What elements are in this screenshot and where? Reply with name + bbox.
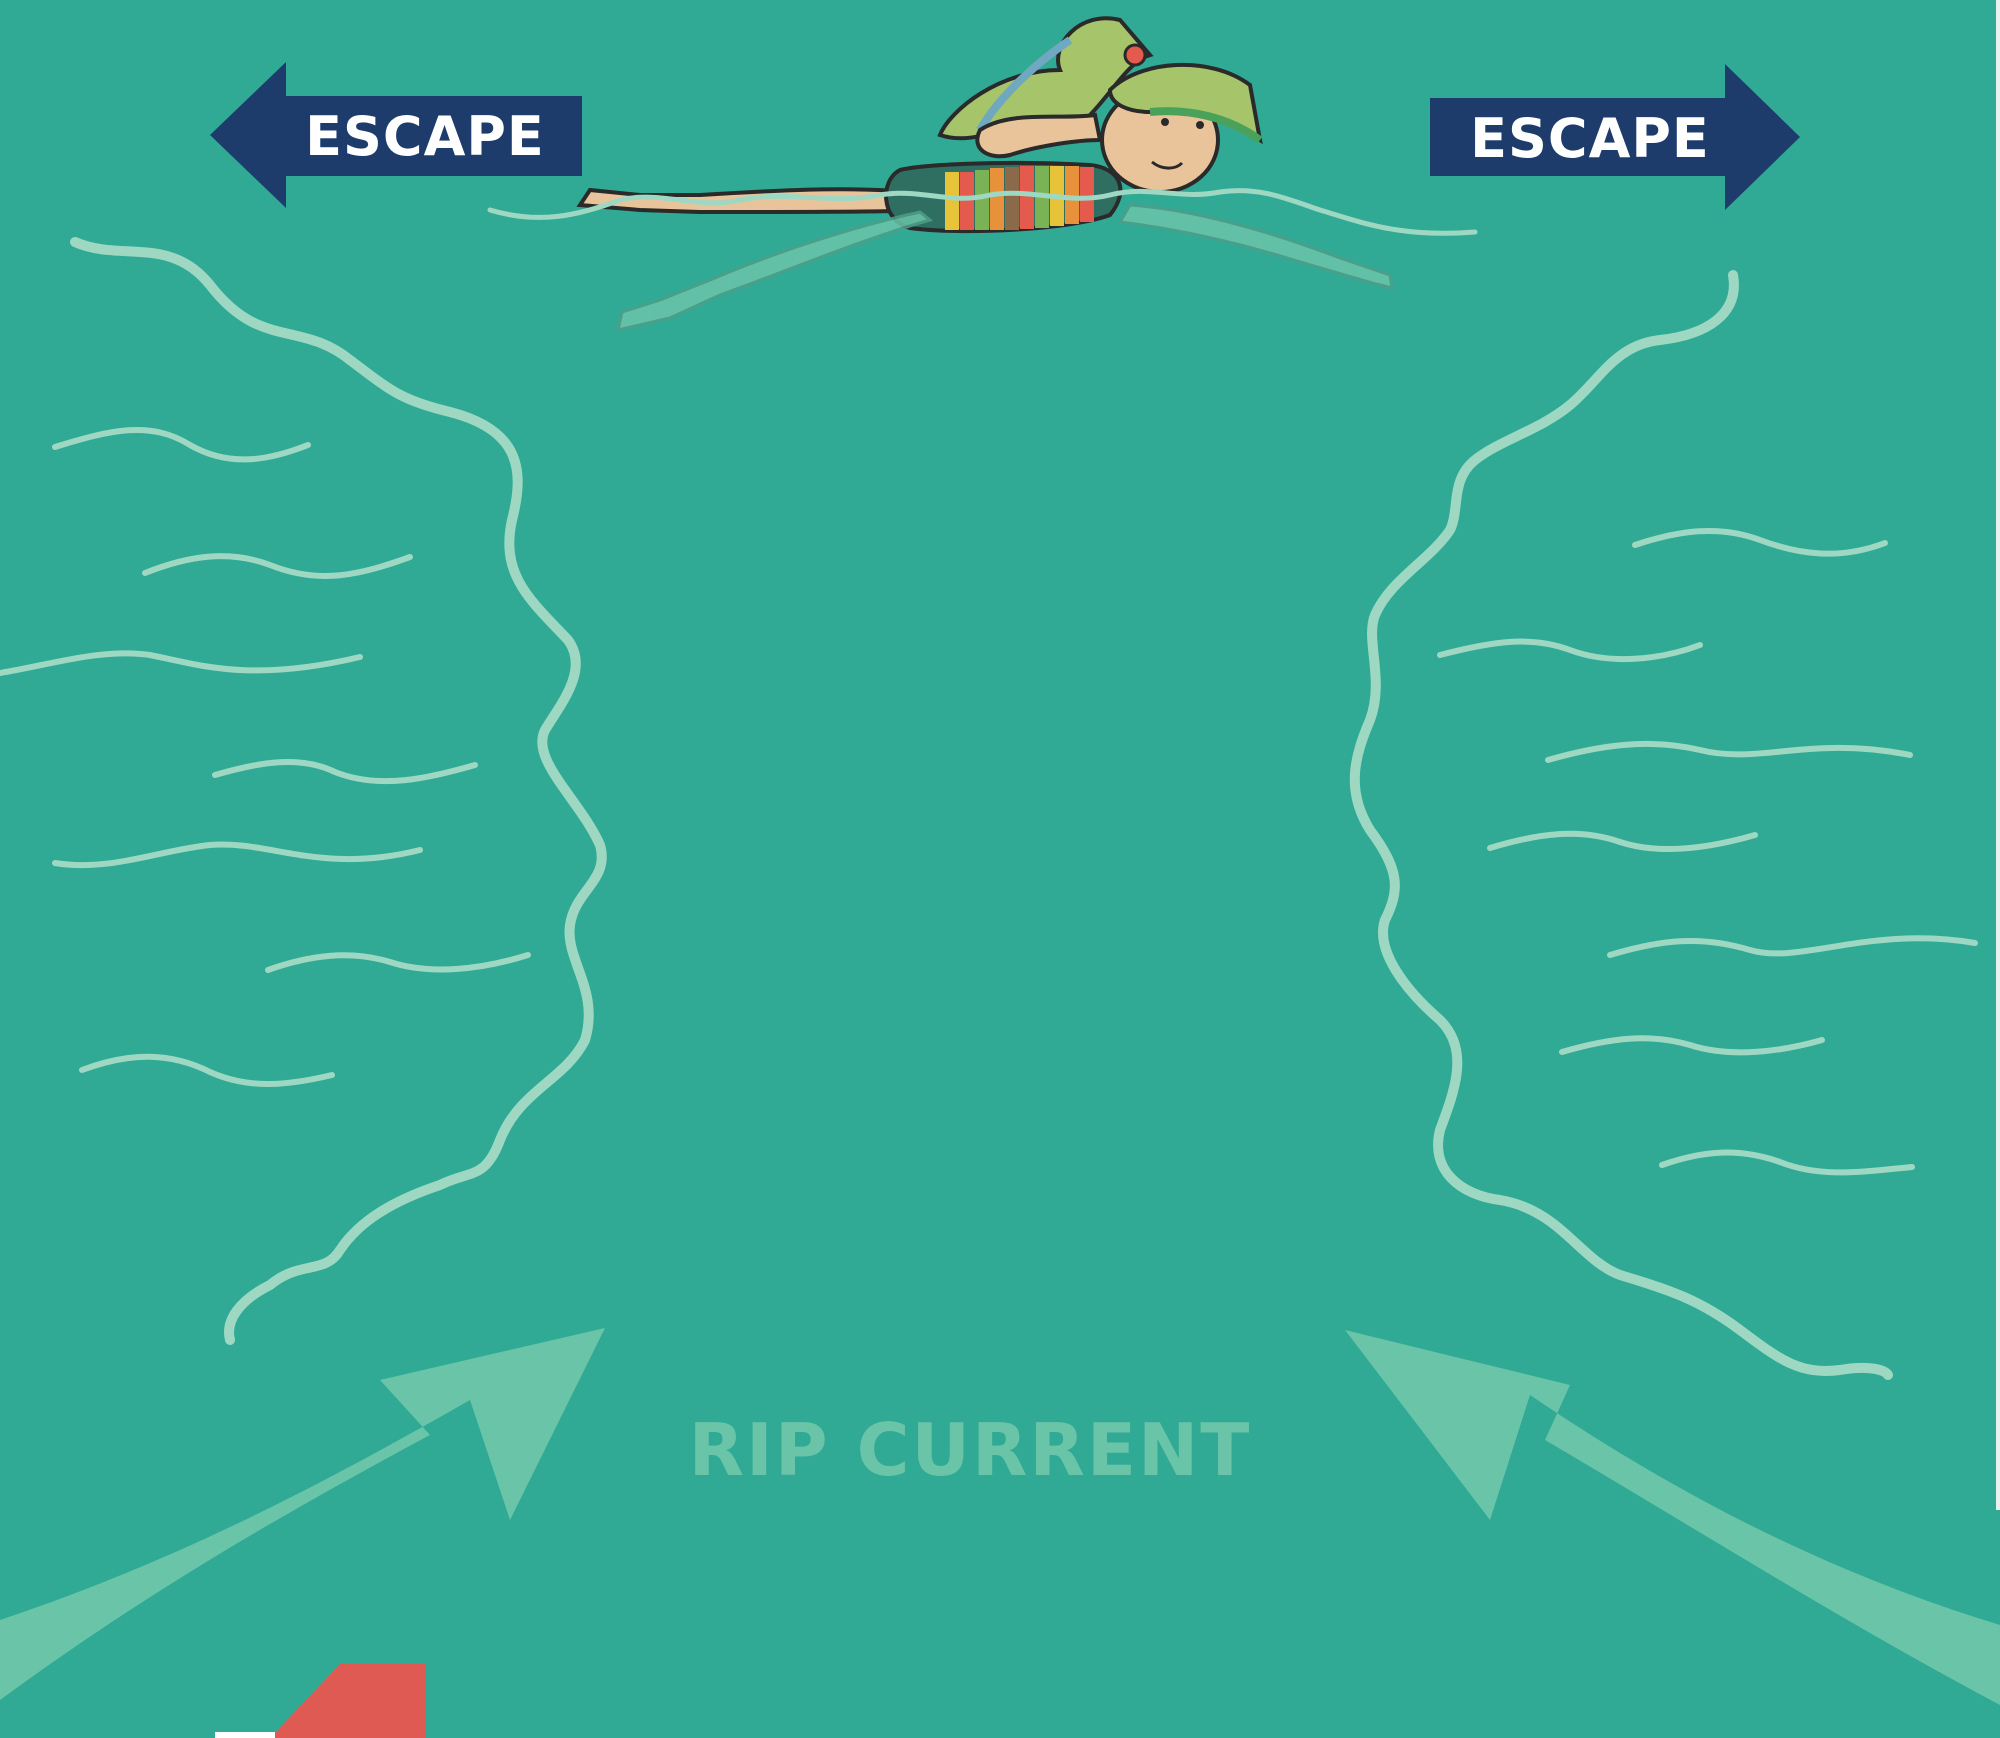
right-edge-strip [1996,0,2000,1510]
rip-current-label: RIP CURRENT [689,1408,1252,1492]
escape-right-label: ESCAPE [1470,107,1710,170]
escape-left-label: ESCAPE [305,105,545,168]
